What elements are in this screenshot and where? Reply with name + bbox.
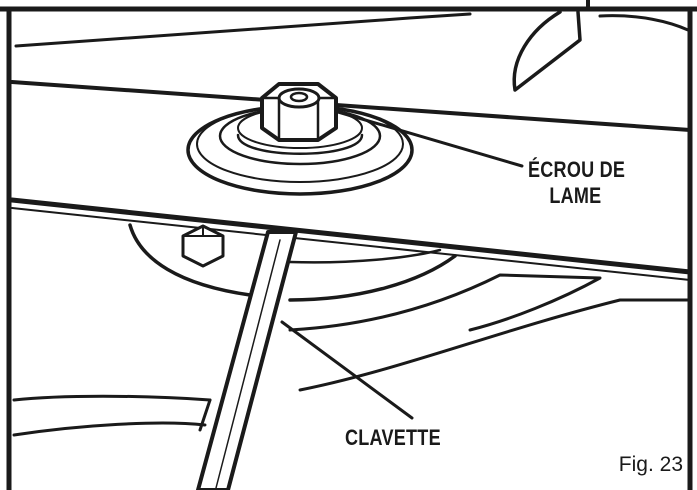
deck-left-notch (198, 398, 212, 432)
bolt-head (181, 224, 225, 268)
leader-line-key (280, 320, 414, 420)
deck-lower-curve (298, 298, 692, 392)
artwork (9, 10, 693, 490)
housing-top-right (512, 10, 582, 92)
deck-hub-ring (288, 248, 442, 264)
blade-nut-label-line2: LAME (549, 183, 602, 208)
deck-left-curve (12, 421, 207, 437)
deck-shelf (288, 273, 602, 332)
blade-bottom-edge-inner (11, 207, 691, 281)
housing-curve-top (14, 12, 472, 48)
housing-right-lip (598, 14, 690, 32)
blade-nut-label-line1: ÉCROU DE (528, 157, 626, 182)
deck-left-sweep (12, 394, 212, 402)
key-label: CLAVETTE (345, 425, 441, 450)
washer-stack (186, 104, 414, 196)
hex-nut (260, 82, 338, 142)
blade-nut-label: ÉCROU DE LAME (528, 157, 625, 209)
key-bar (196, 230, 298, 490)
figure-number: Fig. 23 (618, 453, 683, 476)
blade-top-edge (10, 80, 692, 132)
deck-hub-left (128, 223, 252, 297)
leader-line-nut (336, 110, 524, 168)
deck-hub-right (288, 254, 457, 302)
blade-bottom-edge (9, 197, 693, 275)
